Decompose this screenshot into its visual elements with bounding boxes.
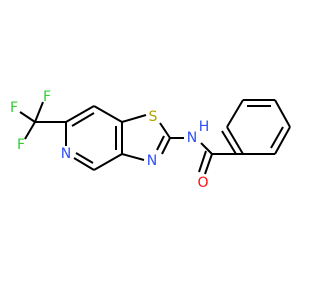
bond-n3-c3a: [121, 153, 145, 161]
bond-ph-2-3: [226, 99, 244, 128]
bond-c-f-bottom: [24, 121, 36, 140]
bond-c-f-top: [34, 101, 44, 123]
trifluoromethyl-bonds: [19, 101, 66, 140]
bond-c3a-c4: [93, 153, 123, 171]
bond-c4-n5-double: [75, 152, 94, 164]
atom-fluorine-top: F: [43, 89, 51, 105]
bond-s-c2: [159, 122, 171, 139]
atom-nitrogen-amide: N: [187, 130, 197, 146]
bond-ph-1-2-double: [221, 130, 237, 155]
structure-drawing: F F F N S N N H O: [10, 89, 291, 191]
bond-carbonyl-o-double: [198, 150, 207, 173]
bond-c2-n3: [161, 137, 171, 155]
pyridine-ring: [65, 105, 123, 171]
bond-c7-c7a: [93, 105, 123, 123]
bond-c6-c7-double: [71, 112, 95, 127]
bond-nh-carbonyl: [200, 142, 213, 155]
atom-oxygen-carbonyl: O: [197, 175, 208, 191]
phenyl-ring: [221, 99, 291, 155]
bond-c7a-s: [121, 114, 147, 123]
bond-c2-n3-double: [156, 135, 165, 151]
bond-c6-c7: [65, 105, 95, 123]
molecule-diagram: F F F N S N N H O: [10, 89, 291, 191]
bond-ph-5-6-double: [270, 126, 284, 149]
atom-fluorine-left: F: [10, 100, 18, 116]
bond-carbonyl-o: [204, 153, 213, 175]
bond-c4-n5: [73, 157, 95, 171]
thiazole-ring: [121, 114, 171, 161]
atom-sulfur: S: [149, 109, 158, 125]
atom-nitrogen-pyridine: N: [61, 146, 71, 162]
atom-fluorine-bottom: F: [17, 137, 25, 153]
bond-c-f-left: [19, 111, 36, 123]
bond-ph-5-6: [274, 126, 291, 155]
amide-bonds: [170, 137, 243, 175]
atom-nitrogen-thiazole: N: [147, 153, 157, 169]
atom-hydrogen-amide: H: [199, 119, 210, 135]
bond-ph-1-2: [226, 126, 244, 155]
bond-ph-4-5: [274, 99, 291, 128]
